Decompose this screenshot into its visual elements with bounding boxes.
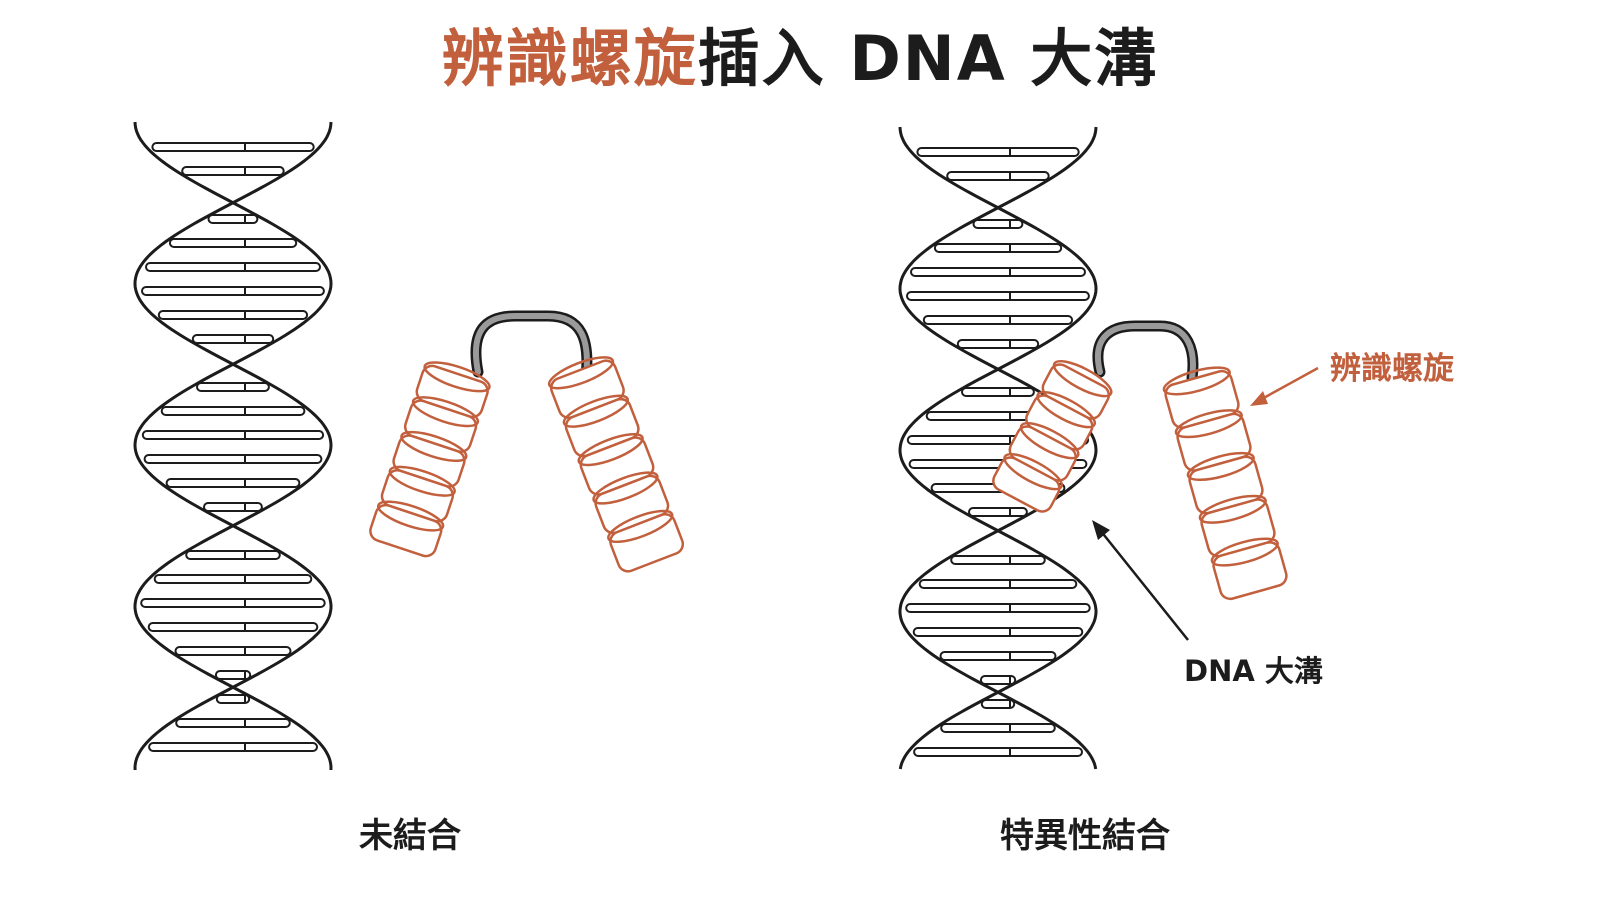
label-major-groove: DNA 大溝 bbox=[1184, 654, 1323, 688]
base-pair bbox=[940, 723, 1056, 733]
base-pair bbox=[905, 603, 1091, 613]
base-pair bbox=[946, 171, 1050, 181]
base-pair bbox=[145, 262, 321, 272]
base-pair bbox=[157, 310, 309, 320]
base-pair bbox=[196, 382, 270, 392]
dna-binding-protein-unbound bbox=[369, 310, 685, 573]
base-pair bbox=[913, 747, 1083, 757]
base-pair bbox=[961, 387, 1035, 397]
base-pair bbox=[922, 315, 1074, 325]
dna-double-helix-unbound bbox=[133, 121, 333, 771]
base-pair bbox=[980, 699, 1016, 709]
base-pair bbox=[148, 742, 318, 752]
base-pair bbox=[918, 579, 1078, 589]
base-pair bbox=[215, 694, 251, 704]
base-pair bbox=[153, 574, 313, 584]
base-pair bbox=[933, 243, 1063, 253]
caption-specific-binding: 特異性結合 bbox=[1000, 816, 1170, 856]
base-pair bbox=[214, 670, 252, 680]
base-pair bbox=[185, 550, 281, 560]
recognition-helix-inserted bbox=[992, 359, 1113, 513]
helix-arrow bbox=[1250, 366, 1319, 406]
base-pair bbox=[141, 430, 325, 440]
base-pair bbox=[160, 406, 306, 416]
caption-unbound: 未結合 bbox=[359, 816, 461, 856]
alpha-helix-right-2 bbox=[1162, 366, 1288, 601]
base-pair bbox=[203, 502, 263, 512]
base-pair bbox=[910, 267, 1086, 277]
base-pair bbox=[141, 286, 325, 296]
base-pair bbox=[174, 646, 292, 656]
base-pair bbox=[181, 166, 285, 176]
label-recognition-helix: 辨識螺旋 bbox=[1330, 351, 1454, 387]
title-highlight: 辨識螺旋 bbox=[441, 22, 698, 95]
base-pair bbox=[968, 507, 1028, 517]
base-pair bbox=[912, 627, 1084, 637]
base-pair bbox=[191, 334, 275, 344]
base-pair bbox=[147, 622, 319, 632]
base-pair bbox=[207, 214, 259, 224]
base-pair bbox=[939, 651, 1057, 661]
dna-front-strand bbox=[898, 126, 1098, 770]
base-pair bbox=[151, 142, 315, 152]
base-pair bbox=[165, 478, 301, 488]
base-pair bbox=[950, 555, 1046, 565]
page-title: 辨識螺旋插入 DNA 大溝 bbox=[0, 22, 1600, 96]
groove-arrow bbox=[1092, 520, 1189, 641]
alpha-helix-left-2 bbox=[547, 356, 685, 573]
title-rest: 插入 DNA 大溝 bbox=[697, 22, 1159, 95]
base-pair bbox=[168, 238, 298, 248]
base-pair bbox=[916, 147, 1080, 157]
dna-binding-protein-bound bbox=[992, 320, 1288, 601]
base-pair bbox=[979, 675, 1017, 685]
base-pair bbox=[175, 718, 291, 728]
base-pair bbox=[972, 219, 1024, 229]
base-pair bbox=[906, 291, 1090, 301]
base-pair bbox=[140, 598, 326, 608]
base-pair bbox=[956, 339, 1040, 349]
alpha-helix-left-1 bbox=[369, 361, 491, 558]
base-pair bbox=[143, 454, 323, 464]
